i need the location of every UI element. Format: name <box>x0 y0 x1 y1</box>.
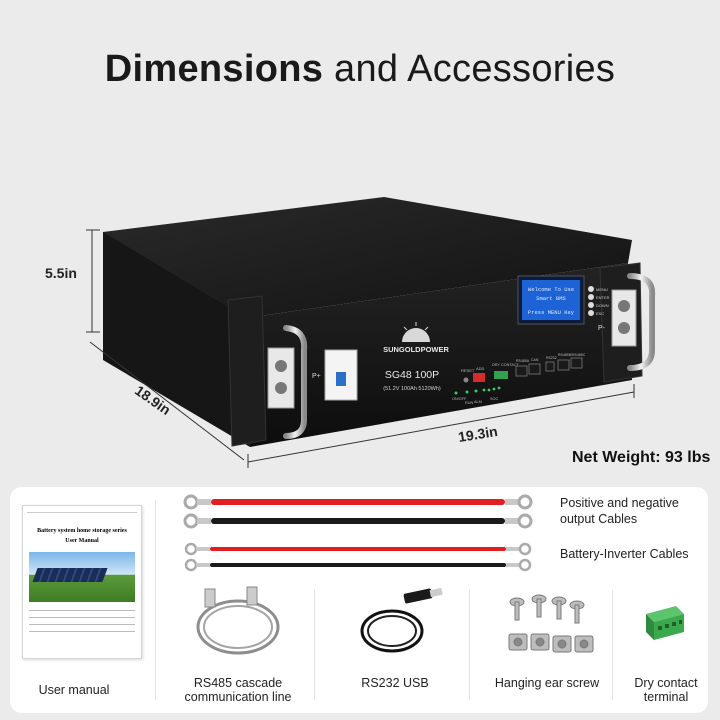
rs232-usb-image <box>360 587 443 653</box>
page-title: Dimensions and Accessories <box>104 48 616 90</box>
dimension-lines <box>86 229 635 468</box>
battery-top-face <box>103 197 632 318</box>
user-manual-caption: User manual <box>38 683 110 697</box>
run-label: RUN <box>465 401 473 405</box>
positive-cable <box>183 494 533 510</box>
menu-button <box>588 286 594 292</box>
rs485b-port <box>557 359 570 371</box>
rs485a-port <box>515 365 528 377</box>
reset-label: RESET <box>461 368 475 373</box>
separator <box>314 590 315 700</box>
down-button <box>588 302 594 308</box>
rs485a-label: RS485A <box>516 359 530 363</box>
output-cables-label: Positive and negative output Cables <box>560 496 679 526</box>
neg-terminal-label: P- <box>598 325 606 332</box>
manual-photo <box>29 552 135 602</box>
sungold-logo <box>402 322 430 342</box>
lcd-buttons: MENU ENTER DOWN ESC <box>588 286 610 316</box>
separator <box>155 500 156 700</box>
dry-contact-caption: Dry contact terminal <box>634 676 698 704</box>
battery-side-face <box>103 232 250 447</box>
manual-subheading: User Manual <box>65 538 99 544</box>
lcd-line-2: Smart BMS <box>536 295 566 302</box>
spec-text: (51.2V 100Ah 5120Wh) <box>383 386 441 392</box>
lcd-screen <box>522 280 580 320</box>
soc-label: SOC <box>490 397 498 401</box>
reset-button <box>463 377 469 383</box>
inverter-cables-label: Battery-Inverter Cables <box>560 547 689 561</box>
handle-left <box>283 325 308 439</box>
dry-contact-label: DRY CONTACT <box>492 363 520 367</box>
rs485-cable-image <box>196 586 280 655</box>
screws-image <box>508 594 594 653</box>
rs232-caption: RS232 USB <box>361 676 429 690</box>
rs485bc-label: RS485B/RS485C <box>558 353 586 357</box>
terminal-neg-block <box>611 289 637 347</box>
lcd-line-1: Welcome To Use <box>528 286 574 293</box>
rs232-port <box>545 361 555 372</box>
separator <box>612 590 613 700</box>
rs485-caption: RS485 cascade communication line <box>184 676 292 704</box>
rack-ear-left <box>227 295 267 447</box>
screw-caption: Hanging ear screw <box>494 676 600 690</box>
dry-contact-terminal <box>494 371 508 379</box>
handle-right <box>627 273 656 371</box>
can-port <box>528 363 541 375</box>
down-button-label: DOWN <box>596 303 609 308</box>
rs232-label: RS232 <box>546 356 557 360</box>
separator <box>469 590 470 700</box>
dip-switch <box>473 373 485 382</box>
esc-button <box>588 310 594 316</box>
inverter-cable-black <box>184 558 532 572</box>
negative-cable <box>183 513 533 529</box>
net-weight: Net Weight: 93 lbs <box>572 449 711 466</box>
status-leds <box>454 386 501 395</box>
dry-contact-terminal-image <box>646 606 684 640</box>
battery-illustration: Welcome To Use Smart BMS Press MENU Key … <box>86 197 656 468</box>
lcd-line-3: Press MENU Key <box>528 309 575 316</box>
pos-terminal-label: P+ <box>312 373 321 380</box>
alm-label: ALM <box>474 400 482 404</box>
onoff-label: ON/OFF <box>452 397 467 401</box>
add-label: ADD <box>476 366 485 371</box>
model-text: SG48 100P <box>385 369 439 381</box>
menu-button-label: MENU <box>596 287 608 292</box>
esc-button-label: ESC <box>596 311 604 316</box>
rs485c-port <box>570 357 583 369</box>
manual-heading: Battery system home storage series <box>37 528 127 534</box>
enter-button <box>588 294 594 300</box>
terminal-pos-block <box>267 347 295 409</box>
brand-text: SUNGOLDPOWER <box>383 345 449 354</box>
can-label: CAN <box>531 358 539 362</box>
enter-button-label: ENTER <box>596 295 610 300</box>
cables-illustration <box>183 494 533 572</box>
dimension-height: 5.5in <box>45 265 77 281</box>
inverter-cable-red <box>184 542 532 556</box>
user-manual-image: Battery system home storage series User … <box>22 505 142 659</box>
